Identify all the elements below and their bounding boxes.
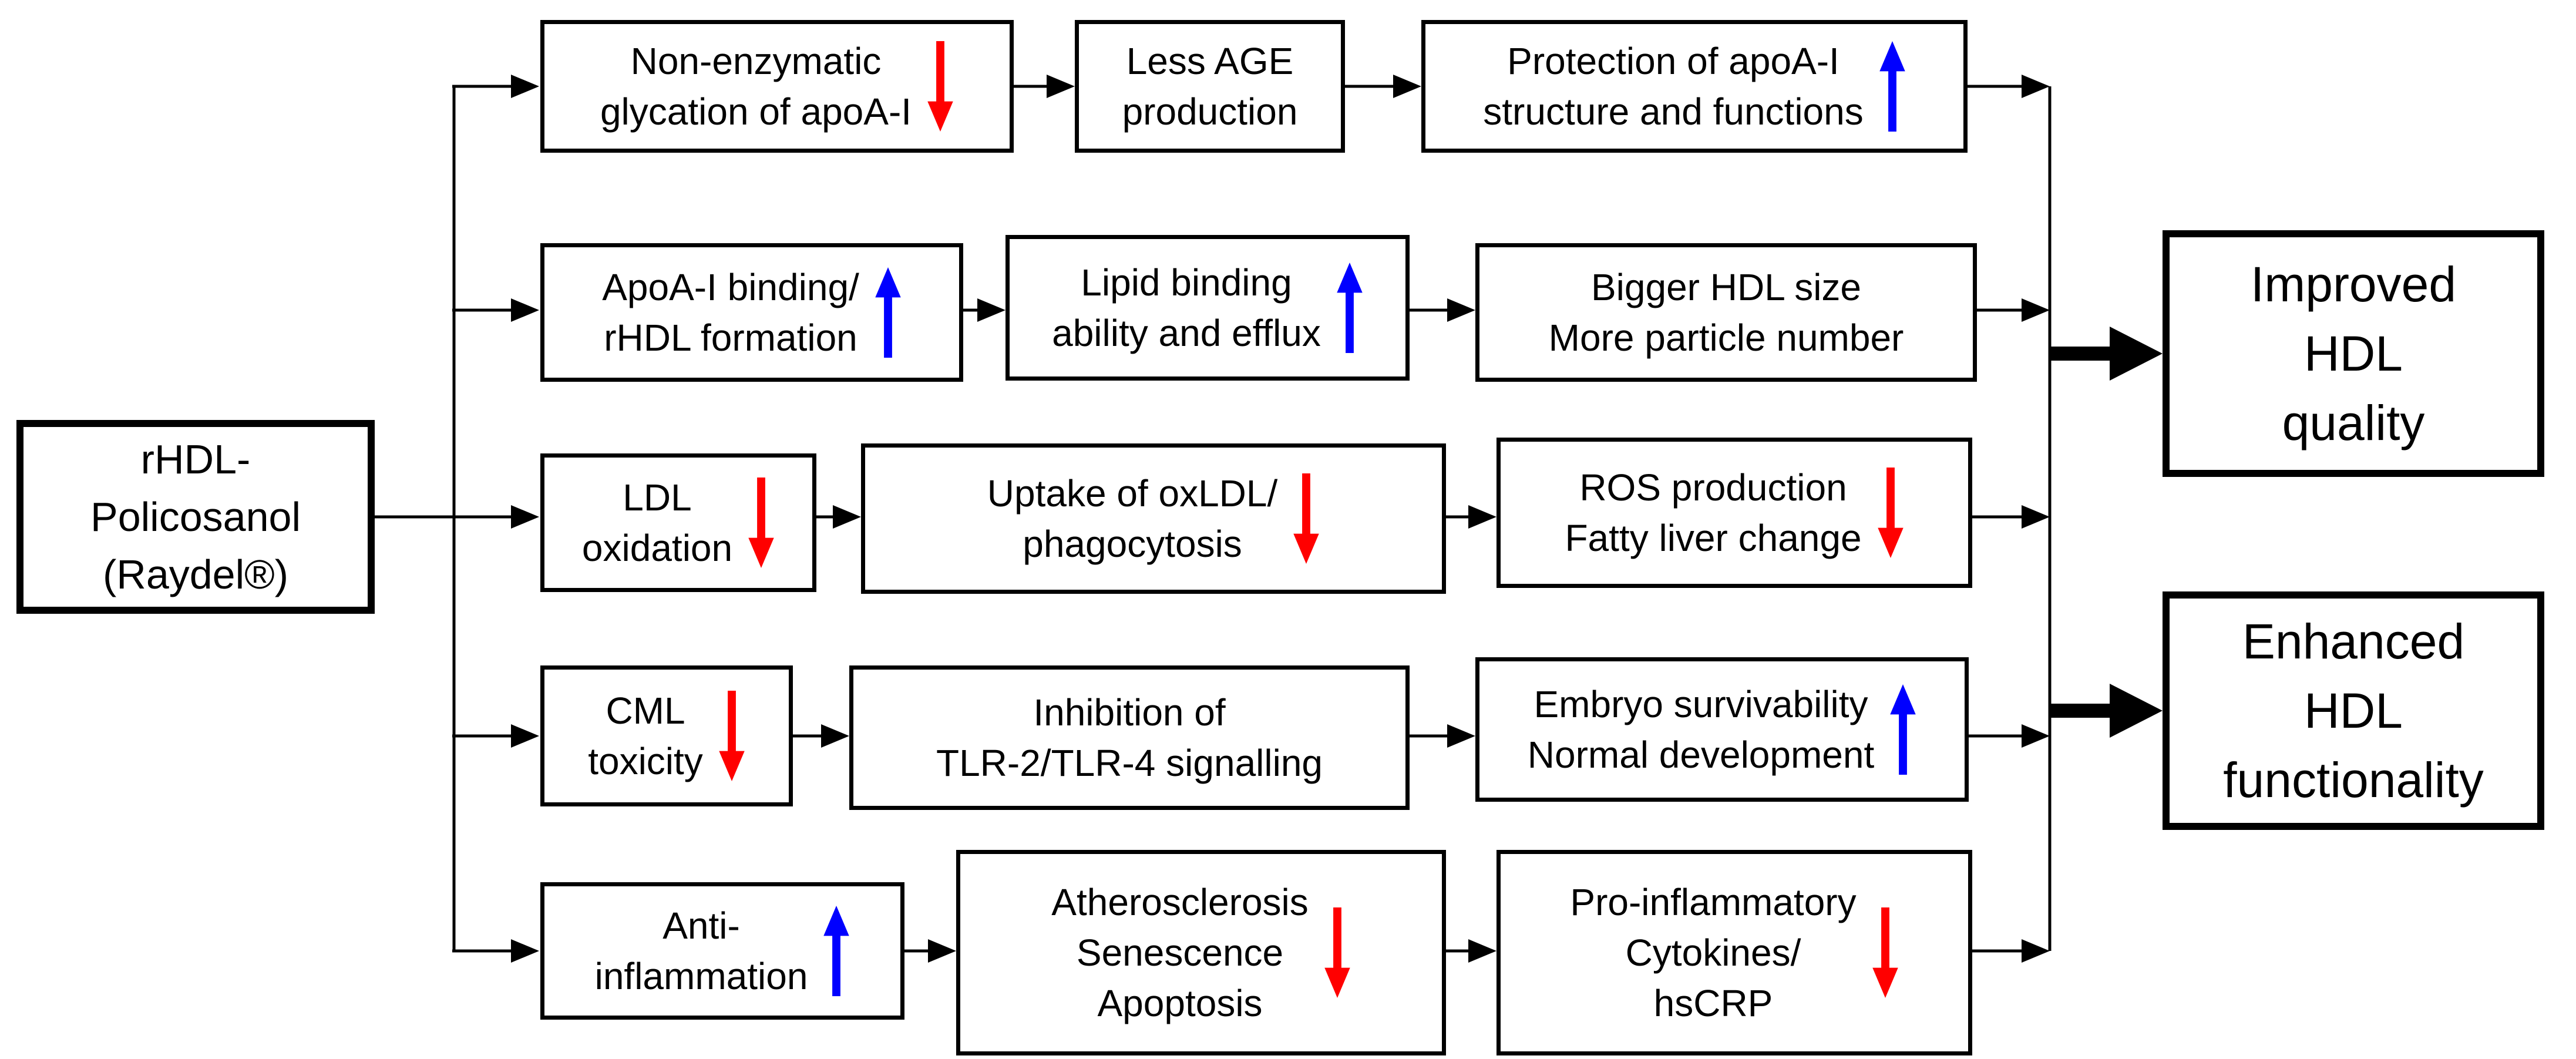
text-line: quality <box>2282 395 2425 451</box>
box-bigger-hdl-size: Bigger HDL size More particle number <box>1475 243 1977 382</box>
text-line: Bigger HDL size <box>1590 266 1862 308</box>
text-line: ApoA-I binding/ <box>602 266 859 308</box>
box-label: Protection of apoA-I structure and funct… <box>1483 36 1863 137</box>
box-label: Uptake of oxLDL/ phagocytosis <box>987 468 1278 569</box>
box-enhanced-hdl-functionality: Enhanced HDL functionality <box>2163 591 2544 830</box>
text-line: phagocytosis <box>1023 523 1242 565</box>
outcome-label: Improved HDL quality <box>2251 250 2456 458</box>
text-line: Embryo survivability <box>1534 683 1868 725</box>
source-label: rHDL- Policosanol (Raydel®) <box>90 431 301 603</box>
text-line: Anti- <box>663 905 740 947</box>
text-line: HDL <box>2303 326 2403 381</box>
text-line: Uptake of oxLDL/ <box>987 472 1278 515</box>
text-line: ability and efflux <box>1052 312 1321 354</box>
red-down-arrow-icon <box>1877 467 1904 559</box>
text-line: Pro-inflammatory <box>1570 881 1857 923</box>
text-line: functionality <box>2223 752 2484 808</box>
box-label: Inhibition of TLR-2/TLR-4 signalling <box>936 687 1323 788</box>
box-label: Lipid binding ability and efflux <box>1052 257 1321 358</box>
text-line: Lipid binding <box>1081 261 1292 304</box>
box-label: Atherosclerosis Senescence Apoptosis <box>1051 877 1309 1028</box>
red-down-arrow-icon <box>719 690 745 782</box>
box-label: Bigger HDL size More particle number <box>1549 262 1904 363</box>
box-label: Anti- inflammation <box>595 900 808 1001</box>
blue-up-arrow-icon <box>1879 41 1905 132</box>
text-line: hsCRP <box>1653 982 1773 1024</box>
text-line: Fatty liver change <box>1565 517 1862 559</box>
text-line: inflammation <box>594 955 808 997</box>
blue-up-arrow-icon <box>823 905 850 997</box>
text-line: Normal development <box>1527 734 1875 776</box>
text-line: More particle number <box>1548 317 1904 359</box>
box-anti-inflammation: Anti- inflammation <box>540 882 904 1020</box>
text-line: LDL <box>623 476 692 519</box>
text-line: HDL <box>2303 683 2403 738</box>
box-label: Pro-inflammatory Cytokines/ hsCRP <box>1570 877 1856 1028</box>
box-label: ROS production Fatty liver change <box>1565 462 1861 563</box>
text-line: Improved <box>2250 257 2457 312</box>
text-line: TLR-2/TLR-4 signalling <box>936 742 1323 784</box>
box-label: Embryo survivability Normal development <box>1528 679 1875 780</box>
red-down-arrow-icon <box>1324 907 1350 999</box>
text-line: structure and functions <box>1483 90 1864 133</box>
box-less-age-production: Less AGE production <box>1075 20 1345 153</box>
box-proinflammatory-cytokines: Pro-inflammatory Cytokines/ hsCRP <box>1496 850 1972 1055</box>
box-label: ApoA-I binding/ rHDL formation <box>602 262 859 363</box>
box-atherosclerosis: Atherosclerosis Senescence Apoptosis <box>956 850 1446 1055</box>
red-down-arrow-icon <box>748 477 774 569</box>
text-line: ROS production <box>1579 466 1847 509</box>
text-line: Policosanol <box>90 494 301 540</box>
box-label: LDL oxidation <box>582 472 732 573</box>
text-line: Senescence <box>1076 932 1284 974</box>
text-line: Non-enzymatic <box>630 40 882 82</box>
blue-up-arrow-icon <box>1890 684 1916 775</box>
box-protection-apoa1: Protection of apoA-I structure and funct… <box>1421 20 1968 153</box>
box-ldl-oxidation: LDL oxidation <box>540 453 816 592</box>
text-line: Enhanced <box>2242 614 2465 669</box>
box-oxldl-uptake: Uptake of oxLDL/ phagocytosis <box>861 443 1446 594</box>
red-down-arrow-icon <box>1293 473 1319 564</box>
text-line: rHDL formation <box>604 317 857 359</box>
red-down-arrow-icon <box>927 41 953 132</box>
box-tlr-inhibition: Inhibition of TLR-2/TLR-4 signalling <box>849 665 1410 810</box>
box-lipid-binding: Lipid binding ability and efflux <box>1005 235 1410 381</box>
red-down-arrow-icon <box>1872 907 1898 999</box>
text-line: CML <box>606 690 685 732</box>
text-line: Protection of apoA-I <box>1507 40 1839 82</box>
box-embryo-survivability: Embryo survivability Normal development <box>1475 657 1969 802</box>
box-label: Non-enzymatic glycation of apoA-I <box>600 36 912 137</box>
text-line: glycation of apoA-I <box>600 90 912 133</box>
text-line: Atherosclerosis <box>1051 881 1309 923</box>
text-line: Apoptosis <box>1097 982 1263 1024</box>
box-cml-toxicity: CML toxicity <box>540 665 793 806</box>
box-ros-production: ROS production Fatty liver change <box>1496 438 1972 588</box>
box-improved-hdl-quality: Improved HDL quality <box>2163 230 2544 477</box>
blue-up-arrow-icon <box>875 267 901 358</box>
text-line: Cytokines/ <box>1625 932 1801 974</box>
text-line: Less AGE <box>1126 40 1294 82</box>
text-line: Inhibition of <box>1033 691 1226 734</box>
box-apoa1-binding: ApoA-I binding/ rHDL formation <box>540 243 963 382</box>
text-line: production <box>1122 90 1298 133</box>
text-line: oxidation <box>581 527 733 569</box>
blue-up-arrow-icon <box>1337 262 1363 354</box>
box-source: rHDL- Policosanol (Raydel®) <box>16 420 375 614</box>
box-label: Less AGE production <box>1122 36 1298 137</box>
text-line: rHDL- <box>140 436 251 482</box>
text-line: (Raydel®) <box>102 552 289 597</box>
outcome-label: Enhanced HDL functionality <box>2223 607 2484 815</box>
box-nonenzymatic-glycation: Non-enzymatic glycation of apoA-I <box>540 20 1014 153</box>
box-label: CML toxicity <box>588 685 703 786</box>
text-line: toxicity <box>588 740 703 782</box>
